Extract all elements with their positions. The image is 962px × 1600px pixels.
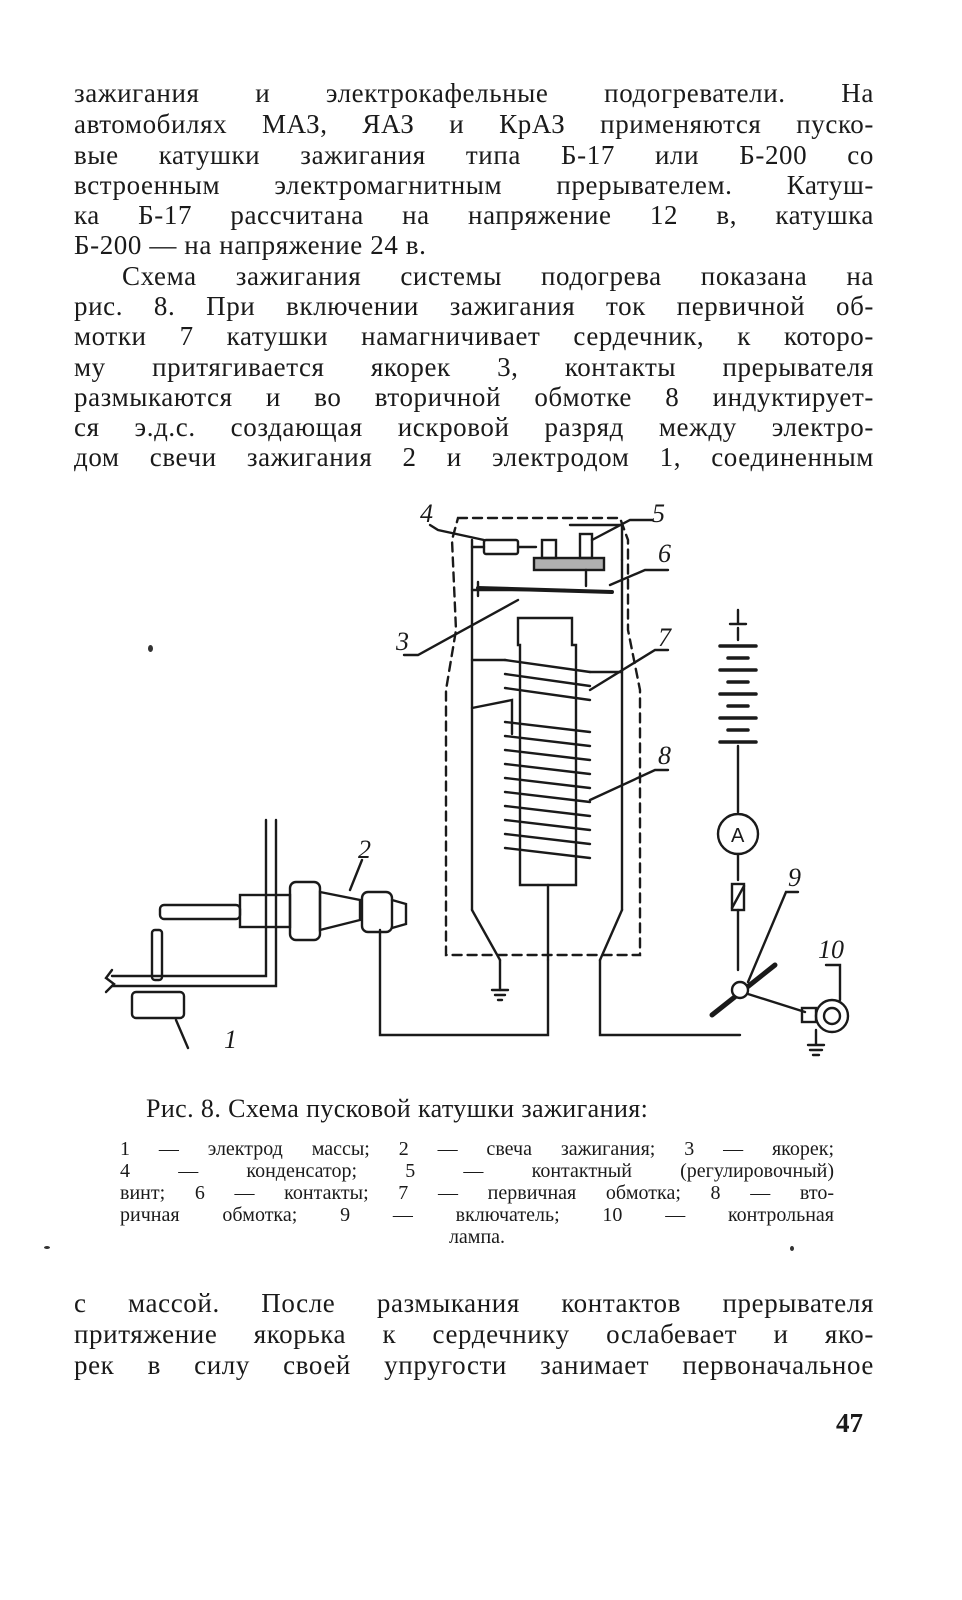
print-speck [790, 1246, 794, 1251]
condenser [482, 538, 520, 556]
battery [718, 608, 758, 814]
body-line: вые катушки зажигания типа Б-17 или Б-20… [74, 140, 874, 170]
secondary-winding [503, 720, 592, 860]
ground-electrode [104, 818, 278, 1020]
spark-plug [158, 880, 408, 942]
body-line: размыкаются и во вторичной обмотке 8 инд… [74, 382, 874, 412]
caption-line: винт; 6 — контакты; 7 — первичная обмотк… [120, 1182, 834, 1204]
label-4: 4 [420, 500, 433, 528]
page-number: 47 [836, 1408, 863, 1438]
body-line: автомобилях МАЗ, ЯАЗ и КрАЗ применяются … [74, 109, 874, 139]
body-line: ка Б-17 рассчитана на напряжение 12 в, к… [74, 200, 874, 230]
lamp-lead [598, 958, 742, 1037]
body-line: рек в силу своей упругости занимает перв… [74, 1350, 874, 1380]
caption-line: ричная обмотка; 9 — включатель; 10 — кон… [120, 1204, 834, 1226]
label-9: 9 [788, 863, 801, 892]
label-2: 2 [358, 835, 371, 864]
label-6: 6 [658, 539, 671, 568]
coil-core [516, 616, 578, 887]
ignition-switch [709, 962, 807, 1018]
body-line: дом свечи зажигания 2 и электродом 1, со… [74, 442, 874, 472]
label-5: 5 [652, 500, 665, 528]
body-line: мотки 7 катушки намагничивает сердечник,… [74, 321, 874, 351]
caption-line: 1 — электрод массы; 2 — свеча зажигания;… [120, 1138, 834, 1160]
control-lamp [800, 998, 850, 1057]
caption-line: 4 — конденсатор; 5 — контактный (регулир… [120, 1160, 834, 1182]
body-line: зажигания и электрокафельные подогревате… [74, 78, 874, 108]
label-10: 10 [818, 935, 844, 964]
contact-block [532, 556, 606, 572]
body-line: встроенным электромагнитным прерывателем… [74, 170, 874, 200]
print-speck [148, 645, 153, 652]
figure-caption-title: Рис. 8. Схема пусковой катушки зажигания… [146, 1094, 649, 1123]
body-line: Б-200 — на напряжение 24 в. [74, 230, 427, 260]
print-speck [44, 1246, 50, 1249]
diagram-svg: 4 5 6 3 7 8 2 1 9 10 A [104, 500, 850, 1057]
label-7: 7 [658, 623, 672, 652]
wire-contact-top [568, 523, 624, 562]
ignition-coil-diagram: 4 5 6 3 7 8 2 1 9 10 A [100, 500, 870, 1080]
label-3: 3 [395, 627, 409, 656]
primary-winding [503, 658, 592, 702]
body-line: ся э.д.с. создающая искровой разряд межд… [74, 412, 874, 442]
caption-line: лампа. [448, 1226, 506, 1248]
body-line: с массой. После размыкания контактов пре… [74, 1288, 874, 1318]
body-line: му притягивается якорек 3, контакты прер… [74, 352, 874, 382]
hv-lead [378, 928, 550, 1037]
armature [476, 586, 614, 594]
contact-screw [578, 532, 594, 560]
body-line: рис. 8. При включении зажигания ток перв… [74, 291, 874, 321]
body-line: притяжение якорька к сердечнику ослабева… [74, 1319, 874, 1349]
body-line: Схема зажигания системы подогрева показа… [122, 261, 874, 291]
label-1: 1 [224, 1025, 237, 1054]
ammeter-symbol: A [731, 825, 745, 847]
coil-housing-outline [444, 516, 642, 957]
label-8: 8 [658, 741, 671, 770]
